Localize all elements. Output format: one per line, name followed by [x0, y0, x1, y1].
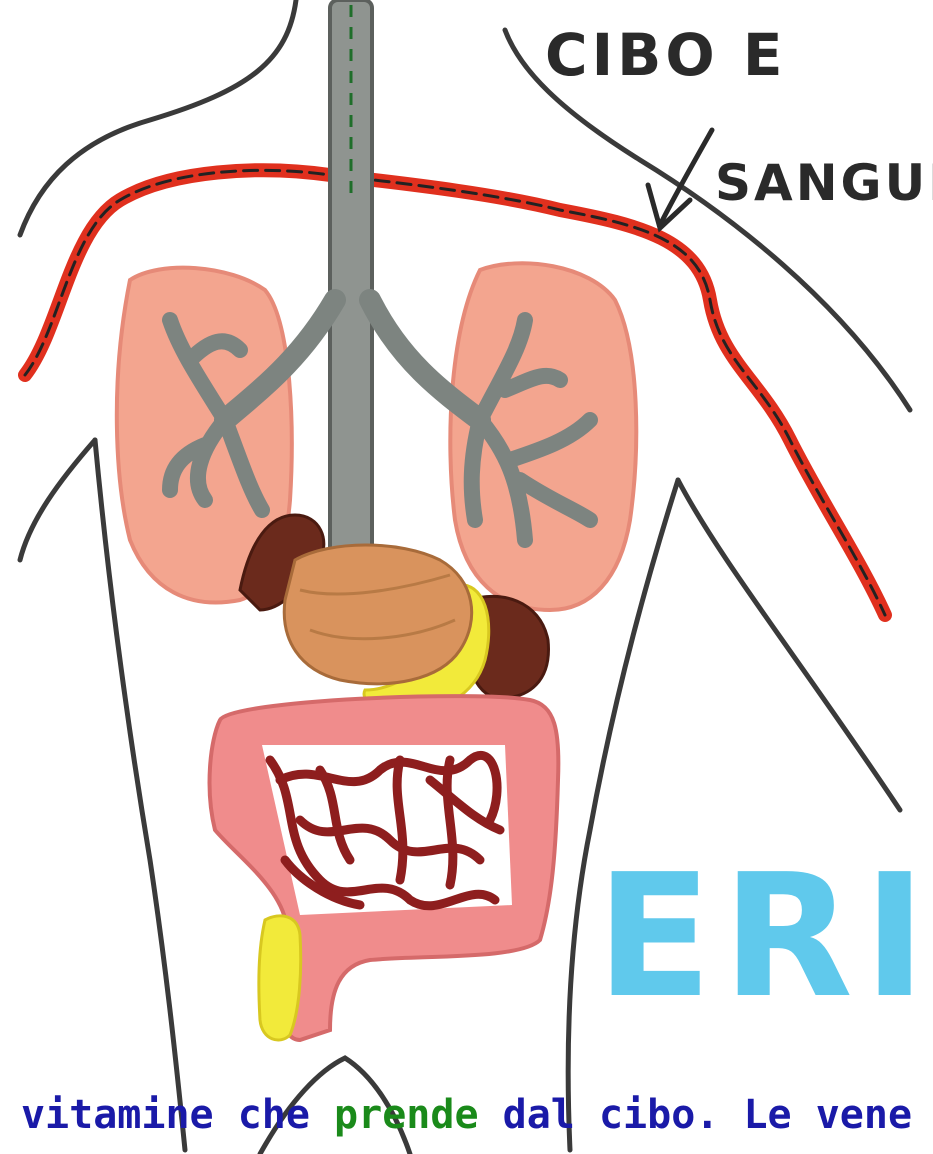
caption-text: vitamine che prende dal cibo. Le vene [0, 1080, 933, 1150]
label-blood: SANGUE [715, 154, 933, 212]
caption-part-2: dal cibo. Le vene [479, 1092, 912, 1138]
label-food-and-blood: CIBO E [545, 21, 786, 89]
caption-highlight: prende [334, 1092, 479, 1138]
appendix [259, 916, 301, 1040]
arrow-icon [648, 130, 712, 228]
signature: ERI [596, 838, 933, 1036]
stomach [284, 545, 471, 684]
trachea [330, 0, 372, 560]
caption-part-1: vitamine che [21, 1092, 334, 1138]
